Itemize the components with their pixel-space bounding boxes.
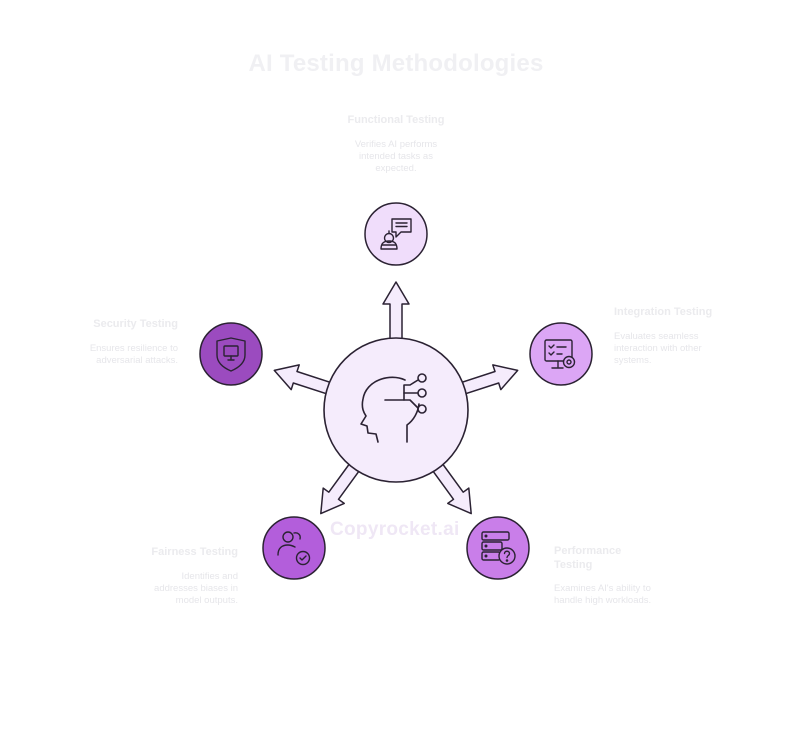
label-title-functional: Functional Testing [326, 113, 466, 127]
label-desc-line: intended tasks as [359, 151, 433, 162]
node-fairness [262, 516, 326, 580]
label-desc-line: adversarial attacks. [96, 355, 178, 366]
label-desc-line: systems. [614, 355, 652, 366]
watermark: Copyrocket.ai [330, 519, 460, 540]
node-functional [364, 202, 428, 266]
label-title-fairness: Fairness Testing [88, 545, 238, 559]
node-circle-security [199, 322, 263, 386]
diagram-title: AI Testing Methodologies [248, 50, 544, 77]
label-desc-performance: Examines AI's ability to handle high wor… [554, 583, 724, 607]
label-desc-security: Ensures resilience to adversarial attack… [28, 343, 178, 367]
label-desc-line: Verifies AI performs [354, 139, 438, 150]
node-integration [529, 322, 593, 386]
label-title-line: Testing [554, 559, 593, 571]
label-desc-line: addresses biases in [154, 583, 238, 594]
label-title-performance: Performance Testing [554, 544, 714, 572]
label-title-integration: Integration Testing [614, 305, 774, 319]
label-title-line: Security Testing [93, 318, 178, 330]
node-security [199, 322, 263, 386]
label-desc-integration: Evaluates seamless interaction with othe… [614, 331, 774, 367]
shield-monitor-icon [216, 337, 246, 372]
arrows-layer [273, 281, 519, 515]
label-desc-line: Evaluates seamless [614, 331, 699, 342]
label-desc-line: Identifies and [181, 571, 238, 582]
chatbot-icon [380, 218, 412, 250]
label-desc-line: Ensures resilience to [89, 343, 178, 354]
label-title-line: Performance [554, 545, 622, 557]
label-desc-fairness: Identifies and addresses biases in model… [88, 571, 238, 607]
ai-head-circuit-icon [360, 373, 427, 443]
node-circle-performance [466, 516, 530, 580]
label-desc-line: model outputs. [175, 595, 238, 606]
node-performance [466, 516, 530, 580]
label-title-line: Fairness Testing [151, 546, 238, 558]
label-desc-line: expected. [375, 163, 417, 174]
monitor-gear-checklist-icon [544, 339, 576, 369]
label-desc-line: interaction with other [614, 343, 702, 354]
label-desc-line: Examines AI's ability to [554, 583, 651, 594]
label-desc-functional: Verifies AI performs intended tasks as e… [326, 139, 466, 175]
center-hub [323, 337, 469, 483]
server-question-icon [481, 531, 516, 565]
node-circle-fairness [262, 516, 326, 580]
label-title-line: Integration Testing [614, 306, 713, 318]
users-check-icon [277, 531, 311, 566]
label-desc-line: handle high workloads. [554, 595, 652, 606]
label-title-line: Functional Testing [347, 114, 445, 126]
label-title-security: Security Testing [28, 317, 178, 331]
